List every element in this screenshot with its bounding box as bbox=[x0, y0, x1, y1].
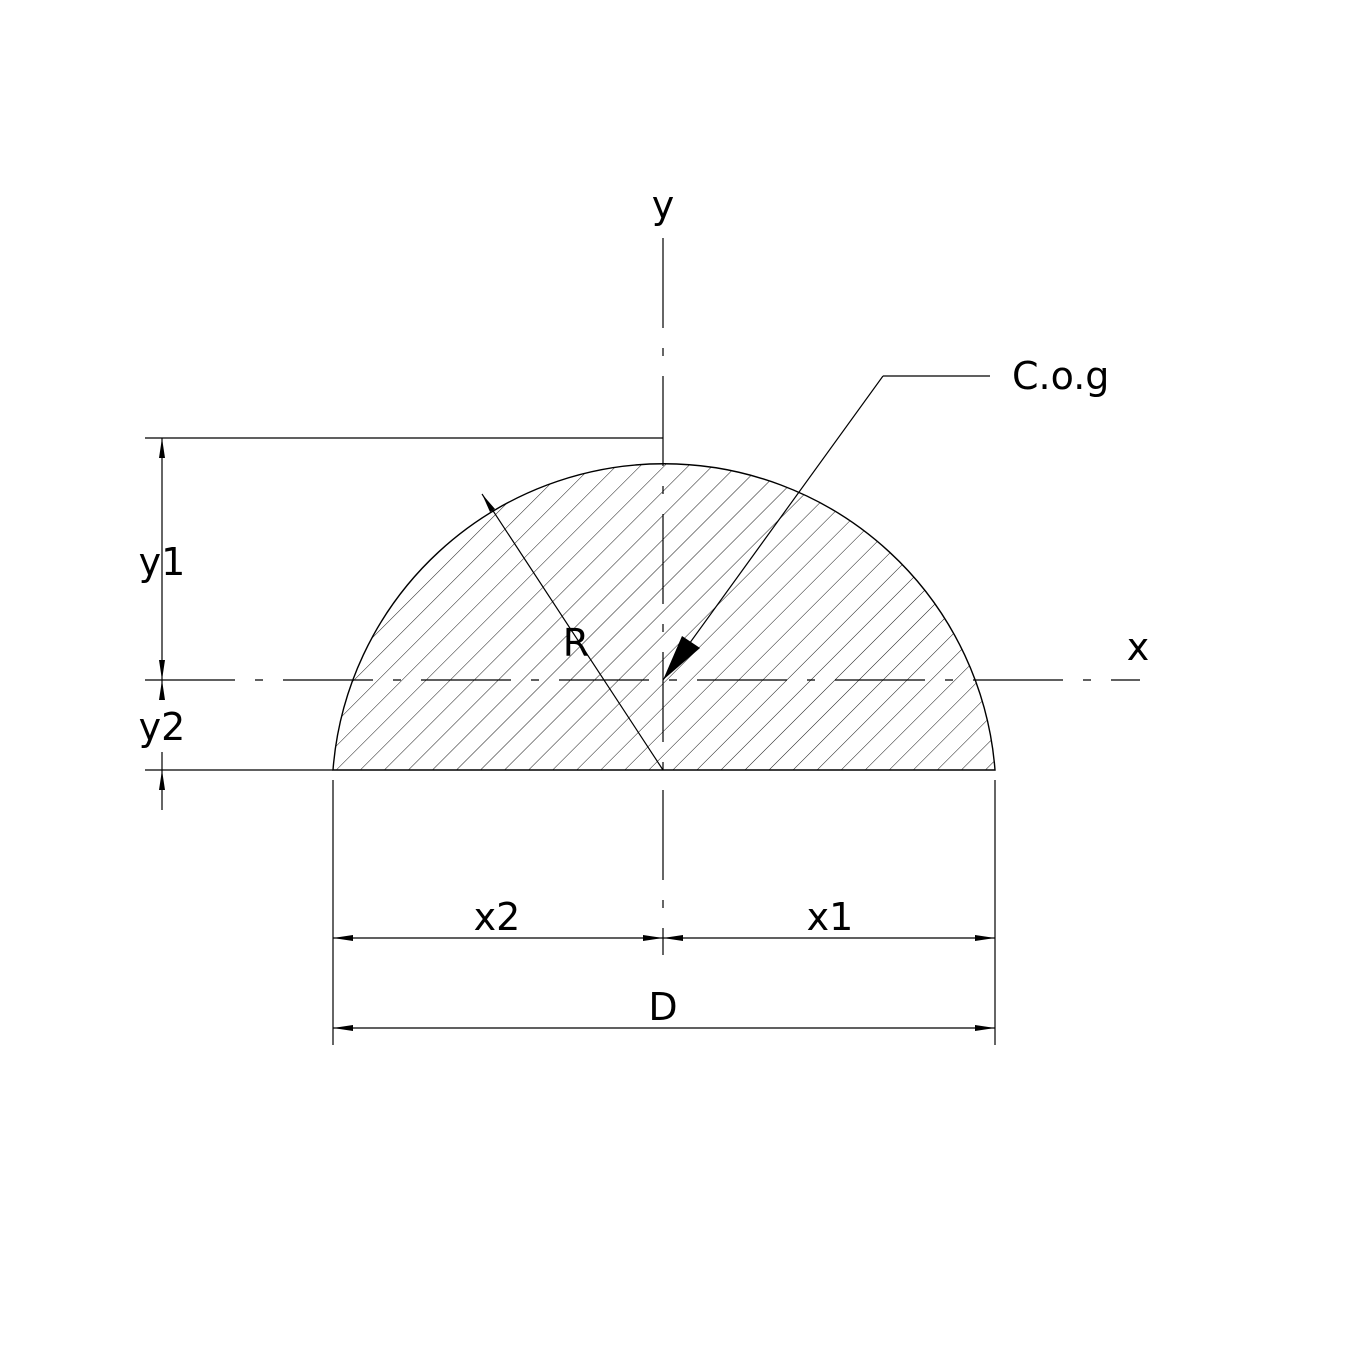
y1-dimension bbox=[159, 438, 165, 680]
semicircle-section bbox=[332, 463, 996, 771]
radius-label: R bbox=[563, 621, 589, 665]
x2-label: x2 bbox=[474, 895, 521, 939]
x-dimensions bbox=[333, 935, 995, 941]
diameter-dimension bbox=[333, 1025, 995, 1031]
y-axis-label: y bbox=[652, 183, 675, 227]
y2-dimension bbox=[159, 680, 165, 810]
cog-arrowhead bbox=[663, 636, 700, 680]
y2-label: y2 bbox=[139, 705, 186, 749]
x-axis-label: x bbox=[1127, 625, 1150, 669]
radius-leader bbox=[481, 493, 664, 771]
diameter-label: D bbox=[648, 985, 677, 1029]
cog-leader bbox=[662, 375, 990, 681]
cog-label: C.o.g bbox=[1012, 354, 1109, 398]
x1-label: x1 bbox=[807, 895, 854, 939]
y1-label: y1 bbox=[139, 540, 186, 584]
